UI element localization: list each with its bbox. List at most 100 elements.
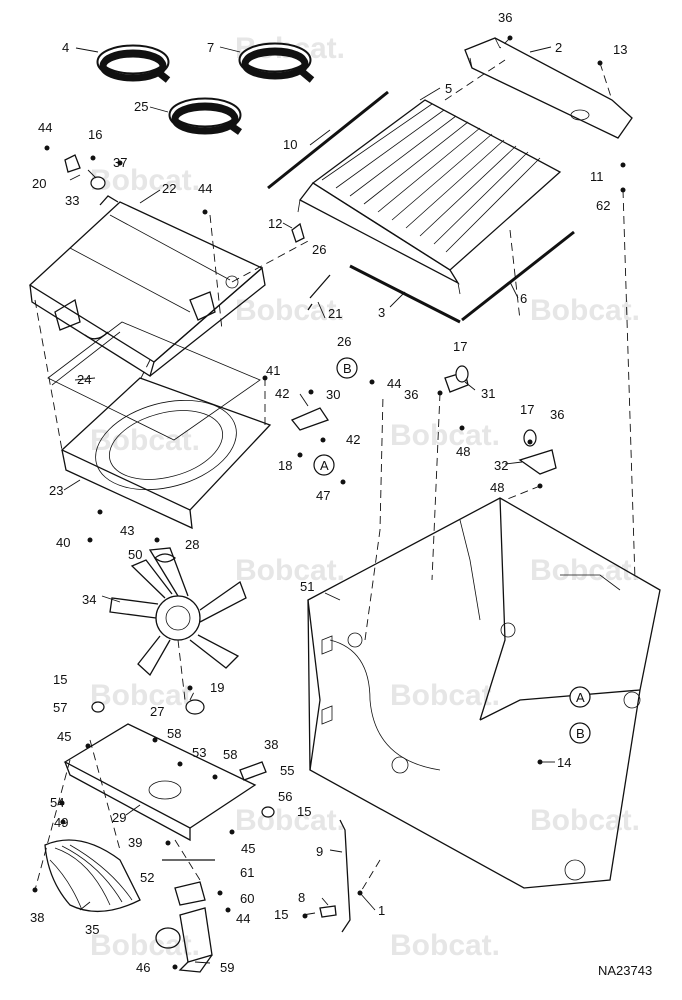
callout-label: 25 bbox=[134, 99, 148, 114]
ref-circle-a bbox=[313, 454, 335, 476]
callout-label: 58 bbox=[223, 747, 237, 762]
callout-label: 24 bbox=[77, 372, 91, 387]
callout-label: 46 bbox=[136, 960, 150, 975]
watermark: Bobcat. bbox=[90, 929, 200, 962]
watermark-layer: Bobcat. Bobcat. Bobcat. Bobcat. Bobcat. … bbox=[90, 32, 640, 962]
circled-refs: A B A B bbox=[313, 357, 591, 744]
callout-label: 54 bbox=[50, 795, 64, 810]
watermark: Bobcat. bbox=[235, 804, 345, 837]
watermark: Bobcat. bbox=[235, 294, 345, 327]
callout-label: 27 bbox=[150, 704, 164, 719]
callout-label: 55 bbox=[280, 763, 294, 778]
callout-label: 34 bbox=[82, 592, 96, 607]
callout-labels: 1 2 3 4 5 6 7 8 9 10 11 12 13 14 15 15 1… bbox=[30, 10, 627, 975]
callout-label: 32 bbox=[494, 458, 508, 473]
callout-label: 49 bbox=[54, 815, 68, 830]
callout-label: 56 bbox=[278, 789, 292, 804]
watermark: Bobcat. bbox=[390, 679, 500, 712]
callout-label: 28 bbox=[185, 537, 199, 552]
callout-label: 50 bbox=[128, 547, 142, 562]
callout-label: 6 bbox=[520, 291, 527, 306]
motor-mount-plate bbox=[63, 723, 257, 842]
callout-label: 5 bbox=[445, 81, 452, 96]
callout-label: 7 bbox=[207, 40, 214, 55]
callout-label: 15 bbox=[297, 804, 311, 819]
callout-label: 60 bbox=[240, 891, 254, 906]
watermark: Bobcat. bbox=[530, 294, 640, 327]
hydraulic-motor bbox=[155, 907, 213, 973]
callout-label: 44 bbox=[38, 120, 52, 135]
cooling-fan bbox=[109, 547, 247, 677]
callout-label: 36 bbox=[404, 387, 418, 402]
callout-label: 4 bbox=[62, 40, 69, 55]
callout-label: 48 bbox=[456, 444, 470, 459]
assembly-dashed-lines bbox=[34, 37, 636, 894]
seal-strip-10 bbox=[267, 90, 389, 190]
fan-shroud bbox=[60, 377, 272, 530]
top-cover-plate bbox=[464, 37, 633, 139]
callout-label: 33 bbox=[65, 193, 79, 208]
ref-circle-a bbox=[569, 686, 591, 708]
watermark: Bobcat. bbox=[390, 929, 500, 962]
callout-label: 38 bbox=[264, 737, 278, 752]
callout-label: 42 bbox=[346, 432, 360, 447]
callout-label: 57 bbox=[53, 700, 67, 715]
callout-label: 45 bbox=[57, 729, 71, 744]
hose-coil-7 bbox=[238, 42, 315, 83]
callout-label: 36 bbox=[550, 407, 564, 422]
radiator-screen-core bbox=[297, 99, 562, 295]
callout-label: 44 bbox=[198, 181, 212, 196]
callout-label: 61 bbox=[240, 865, 254, 880]
callout-label: 10 bbox=[283, 137, 297, 152]
callout-label: 40 bbox=[56, 535, 70, 550]
callout-label: 35 bbox=[85, 922, 99, 937]
callout-label: 31 bbox=[481, 386, 495, 401]
leader-lines bbox=[63, 46, 555, 964]
callout-label: 44 bbox=[387, 376, 401, 391]
callout-label: 26 bbox=[312, 242, 326, 257]
callout-label: 52 bbox=[140, 870, 154, 885]
watermark: Bobcat. bbox=[235, 554, 345, 587]
ref-letter-a: A bbox=[576, 690, 585, 705]
callout-label: 22 bbox=[162, 181, 176, 196]
callout-label: 47 bbox=[316, 488, 330, 503]
callout-label: 18 bbox=[278, 458, 292, 473]
watermark: Bobcat. bbox=[390, 419, 500, 452]
callout-label: 16 bbox=[88, 127, 102, 142]
callout-label: 51 bbox=[300, 579, 314, 594]
callout-label: 15 bbox=[274, 907, 288, 922]
bracket-12 bbox=[291, 222, 305, 243]
callout-label: 20 bbox=[32, 176, 46, 191]
watermark: Bobcat. bbox=[90, 164, 200, 197]
callout-label: 45 bbox=[241, 841, 255, 856]
callout-label: 1 bbox=[378, 903, 385, 918]
callout-label: 44 bbox=[236, 911, 250, 926]
ref-circle-b bbox=[336, 357, 358, 379]
callout-label: 2 bbox=[555, 40, 562, 55]
callout-label: 14 bbox=[557, 755, 571, 770]
callout-label: 21 bbox=[328, 306, 342, 321]
callout-label: 23 bbox=[49, 483, 63, 498]
callout-label: 26 bbox=[337, 334, 351, 349]
callout-label: 53 bbox=[192, 745, 206, 760]
callout-label: 36 bbox=[498, 10, 512, 25]
callout-label: 41 bbox=[266, 363, 280, 378]
ref-letter-b: B bbox=[343, 361, 352, 376]
watermark: Bobcat. bbox=[530, 804, 640, 837]
watermark: Bobcat. bbox=[90, 424, 200, 457]
callout-label: 17 bbox=[453, 339, 467, 354]
ref-circle-b bbox=[569, 722, 591, 744]
ref-letter-b: B bbox=[576, 726, 585, 741]
callout-label: 43 bbox=[120, 523, 134, 538]
callout-label: 13 bbox=[613, 42, 627, 57]
main-frame bbox=[307, 497, 661, 889]
callout-label: 59 bbox=[220, 960, 234, 975]
callout-label: 30 bbox=[326, 387, 340, 402]
callout-label: 62 bbox=[596, 198, 610, 213]
callout-label: 12 bbox=[268, 216, 282, 231]
callout-label: 15 bbox=[53, 672, 67, 687]
ref-letter-a: A bbox=[320, 458, 329, 473]
callout-label: 48 bbox=[490, 480, 504, 495]
wire-frame bbox=[47, 321, 261, 441]
